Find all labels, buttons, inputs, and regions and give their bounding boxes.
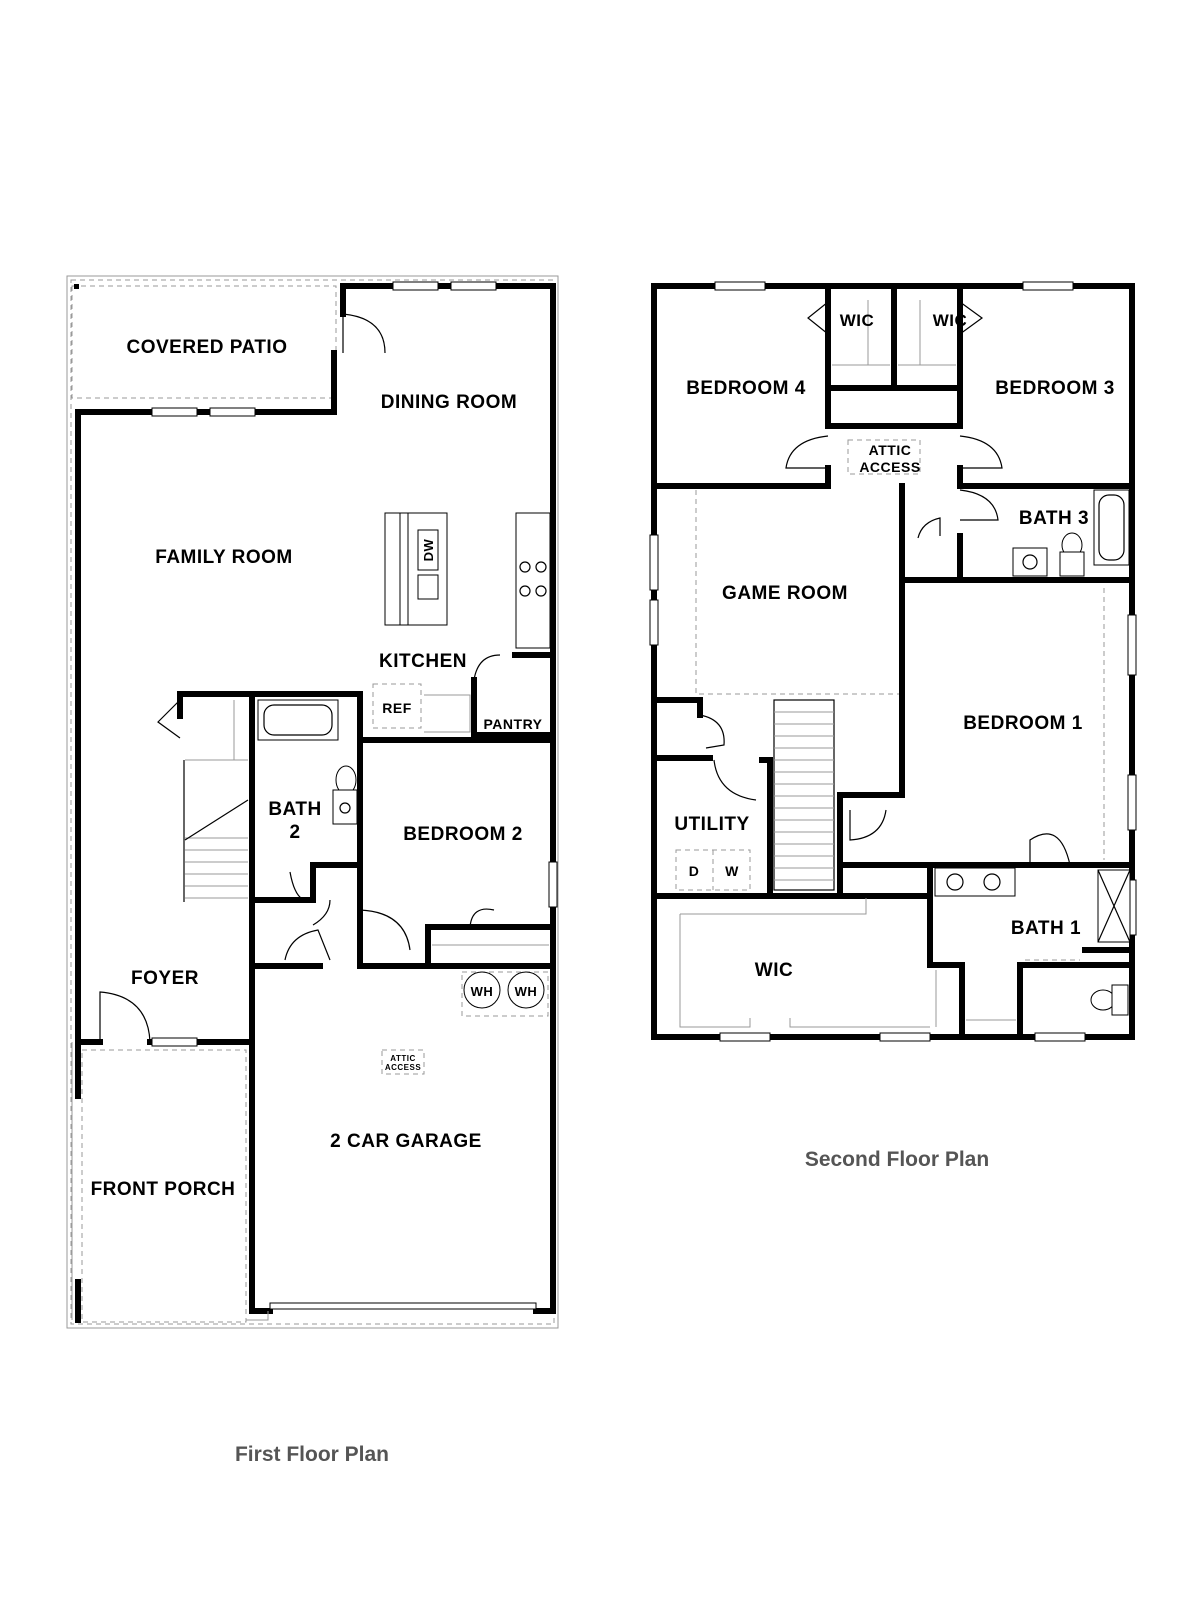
family-room-label: FAMILY ROOM <box>155 547 292 568</box>
second-floor-caption: Second Floor Plan <box>805 1148 989 1171</box>
dryer-label: D <box>689 863 700 879</box>
bedroom4-label: BEDROOM 4 <box>686 378 806 399</box>
utility-label: UTILITY <box>674 814 749 835</box>
wic-right-label: WIC <box>933 311 968 330</box>
water-heater-2-label: WH <box>515 984 538 999</box>
first-floor-caption: First Floor Plan <box>235 1443 389 1466</box>
bedroom2-label: BEDROOM 2 <box>403 824 523 845</box>
garage-attic-label-line2: ACCESS <box>385 1063 422 1072</box>
bedroom3-label: BEDROOM 3 <box>995 378 1115 399</box>
master-wic-label: WIC <box>755 960 793 981</box>
bath3-label: BATH 3 <box>1019 508 1089 529</box>
garage-attic-label-line1: ATTIC <box>390 1054 415 1063</box>
game-room-label: GAME ROOM <box>722 583 848 604</box>
washer-label: W <box>725 863 739 879</box>
second-floor-plan <box>649 281 1137 1042</box>
second-floor-labels: WIC WIC BEDROOM 4 BEDROOM 3 ATTIC ACCESS… <box>674 311 1114 981</box>
garage-label: 2 CAR GARAGE <box>330 1131 482 1152</box>
bath2-label-line1: BATH <box>268 799 321 820</box>
water-heater-1-label: WH <box>471 984 494 999</box>
bath1-label: BATH 1 <box>1011 918 1081 939</box>
dining-room-label: DINING ROOM <box>381 392 517 413</box>
pantry-label: PANTRY <box>484 716 543 732</box>
foyer-label: FOYER <box>131 968 199 989</box>
kitchen-label: KITCHEN <box>379 651 467 672</box>
first-floor-plan <box>66 275 559 1329</box>
ref-label: REF <box>382 700 412 716</box>
attic-access-label-line1: ATTIC <box>869 442 912 458</box>
front-porch-label: FRONT PORCH <box>91 1179 236 1200</box>
dishwasher-label: DW <box>421 538 436 561</box>
first-floor-labels: COVERED PATIO DINING ROOM FAMILY ROOM DW… <box>91 337 543 1200</box>
bedroom1-label: BEDROOM 1 <box>963 713 1083 734</box>
covered-patio-label: COVERED PATIO <box>127 337 288 358</box>
attic-access-label-line2: ACCESS <box>859 459 920 475</box>
bath2-label-line2: 2 <box>289 822 300 843</box>
wic-left-label: WIC <box>840 311 875 330</box>
